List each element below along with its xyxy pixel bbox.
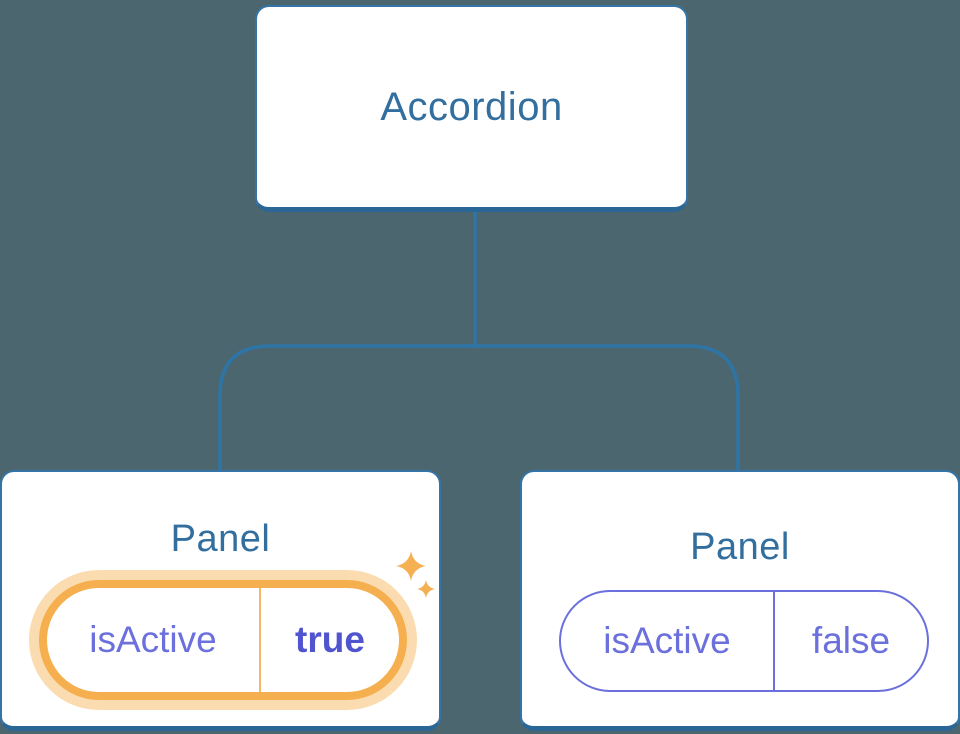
pill-divider [773, 592, 775, 690]
panel-node-active: Panel isActive true [0, 470, 441, 731]
panel-node-inactive: Panel isActive false [520, 470, 960, 731]
panel-node-title: Panel [690, 526, 790, 568]
pill-divider [259, 588, 261, 692]
accordion-node: Accordion [255, 5, 688, 212]
sparkles-icon [396, 551, 435, 598]
state-pill-active: isActive true [39, 580, 407, 700]
connector-branch [218, 344, 740, 472]
panel-node-title: Panel [170, 518, 271, 560]
accordion-node-label: Accordion [380, 84, 563, 129]
state-value-label: false [811, 620, 891, 661]
state-name-label: isActive [89, 619, 217, 660]
state-name-label: isActive [603, 620, 731, 661]
state-pill-inactive: isActive false [559, 590, 929, 692]
state-value-label: true [295, 619, 365, 660]
